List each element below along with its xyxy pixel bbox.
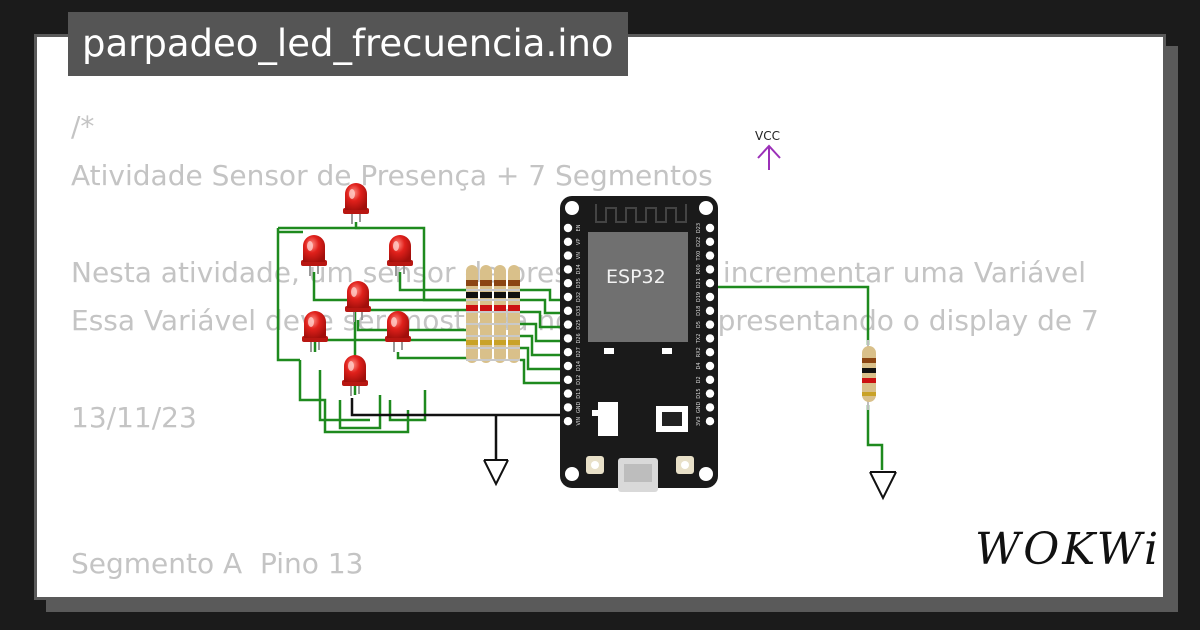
esp32-board: ESP32 ENVPVND34D35D32D33D25D26D27D14D12D…: [560, 196, 718, 492]
pin-label: EN: [576, 224, 582, 231]
pin-label: GND: [576, 402, 582, 414]
pin-hole: [705, 265, 715, 274]
pin-label: VIN: [576, 417, 582, 426]
pin-label: 3V3: [696, 416, 702, 426]
led: [345, 281, 371, 322]
led: [301, 235, 327, 276]
pin-label: D34: [576, 264, 582, 274]
pin-hole: [705, 251, 715, 260]
pin-label: D23: [696, 223, 702, 233]
led-wires: [276, 222, 470, 434]
pin-hole: [563, 237, 573, 246]
pin-label: D27: [576, 347, 582, 357]
pin-hole: [563, 334, 573, 343]
pin-hole: [705, 223, 715, 233]
pin-hole: [563, 403, 573, 412]
led: [387, 235, 413, 276]
board-wires: [520, 285, 884, 470]
pin-hole: [705, 361, 715, 371]
pin-hole: [705, 334, 715, 343]
led-array: [301, 183, 413, 396]
pin-label: RX0: [696, 264, 702, 274]
pin-label: D25: [576, 319, 582, 329]
code-line: /*: [71, 110, 95, 143]
pin-label: D26: [576, 333, 582, 343]
pin-hole: [563, 389, 573, 398]
pin-hole: [563, 375, 573, 384]
pin-hole: [705, 389, 715, 398]
pin-label: TX0: [696, 251, 702, 262]
external-resistor: [862, 340, 876, 410]
code-line: 13/11/23: [71, 401, 197, 434]
pin-hole: [563, 292, 573, 302]
file-title-tag: parpadeo_led_frecuencia.ino: [68, 12, 628, 76]
code-line: Atividade Sensor de Presença + 7 Segment…: [71, 158, 713, 192]
pin-label: D5: [696, 321, 702, 328]
pin-label: D2: [696, 376, 702, 383]
led: [343, 183, 369, 224]
pin-hole: [563, 417, 573, 426]
pin-hole: [705, 348, 715, 357]
pin-label: D15: [696, 388, 702, 398]
pin-label: D14: [576, 361, 582, 371]
led: [342, 355, 368, 396]
pin-hole: [563, 251, 573, 260]
pin-hole: [705, 306, 715, 315]
pin-label: D12: [576, 375, 582, 385]
pin-label: RX2: [696, 347, 702, 357]
resistor-pack: [466, 265, 520, 363]
gnd-wire: [350, 398, 568, 460]
pin-hole: [563, 306, 573, 315]
pin-hole: [705, 237, 715, 246]
pin-label: D4: [696, 362, 702, 369]
pin-hole: [705, 279, 715, 288]
pin-hole: [705, 403, 715, 412]
led: [385, 311, 411, 352]
pin-hole: [563, 361, 573, 371]
wokwi-logo: WOKWi: [975, 524, 1162, 575]
ground-symbol: [483, 459, 509, 487]
pin-label: D35: [576, 278, 582, 288]
led: [302, 311, 328, 352]
pin-label: D33: [576, 306, 582, 316]
pin-label: VP: [576, 239, 582, 245]
pin-hole: [563, 320, 573, 329]
pin-hole: [705, 292, 715, 302]
pin-hole: [705, 320, 715, 329]
pin-label: D13: [576, 388, 582, 398]
pin-hole: [563, 348, 573, 357]
vcc-label: VCC: [755, 129, 780, 143]
code-line: Segmento A Pino 13: [71, 546, 364, 580]
pin-hole: [563, 265, 573, 274]
pin-label: TX2: [696, 334, 702, 345]
pin-label: D18: [696, 306, 702, 316]
pin-label: GND: [696, 402, 702, 414]
pin-label: D21: [696, 278, 702, 288]
vcc-symbol: VCC: [755, 129, 781, 170]
pin-label: D32: [576, 292, 582, 302]
pin-label: VN: [576, 252, 582, 259]
pin-hole: [563, 223, 573, 233]
pin-label: D19: [696, 292, 702, 302]
board-label: ESP32: [606, 266, 666, 288]
pin-hole: [705, 417, 715, 426]
ground-symbol: [869, 471, 897, 501]
pin-hole: [563, 279, 573, 288]
pin-label: D22: [696, 237, 702, 247]
code-line: Segmento B Pino 12: [71, 595, 364, 597]
pin-hole: [705, 375, 715, 384]
